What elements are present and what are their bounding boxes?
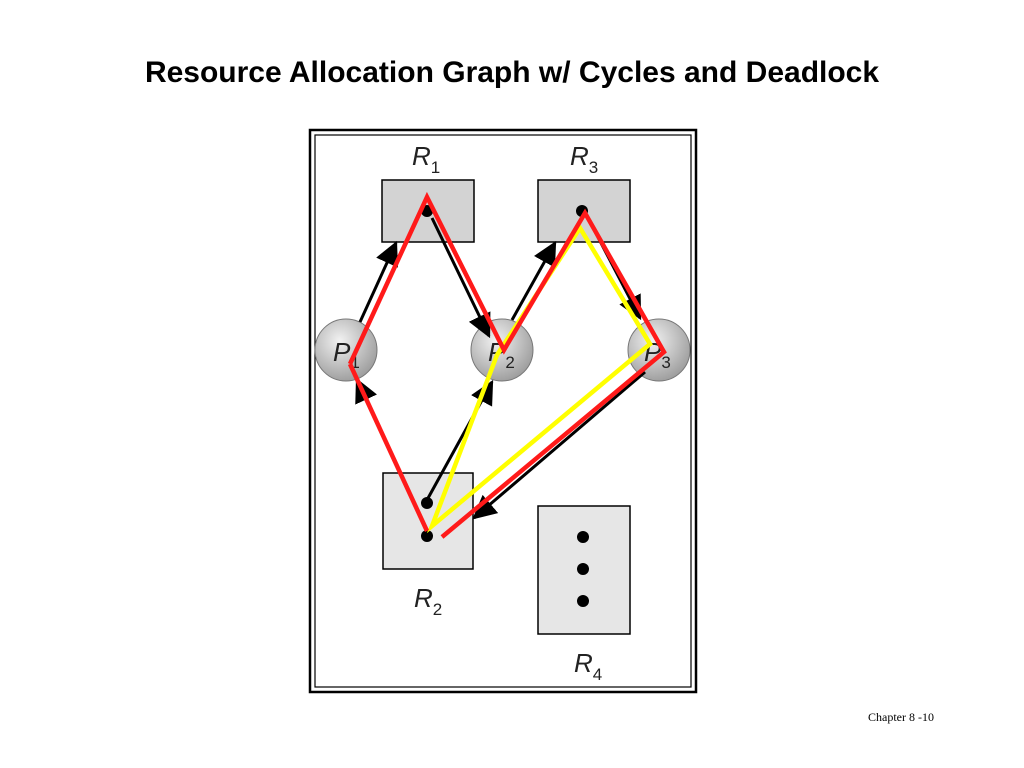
diagram-frame-outer: [308, 128, 698, 694]
resource-instance-dot: [577, 563, 589, 575]
deadlock-cycle-red-closing: [347, 363, 430, 532]
edge-p1-r1: [358, 240, 398, 323]
resource-instance-dot: [577, 595, 589, 607]
edge-p3-r2: [472, 370, 646, 520]
resource-r4: R4: [537, 505, 631, 684]
deadlock-cycle-red: [347, 191, 667, 539]
cycles-layer: [347, 191, 667, 539]
resource-instance-dot: [421, 530, 433, 542]
page-title: Resource Allocation Graph w/ Cycles and …: [144, 56, 880, 89]
diagram-frame-inner: [314, 134, 692, 688]
slide-footer: Chapter 8 -10: [868, 710, 934, 724]
edge-r1-p2: [430, 217, 491, 339]
resource-instance-dot: [421, 497, 433, 509]
resource-instance-dot: [577, 531, 589, 543]
edge-p2-r3: [510, 240, 557, 321]
